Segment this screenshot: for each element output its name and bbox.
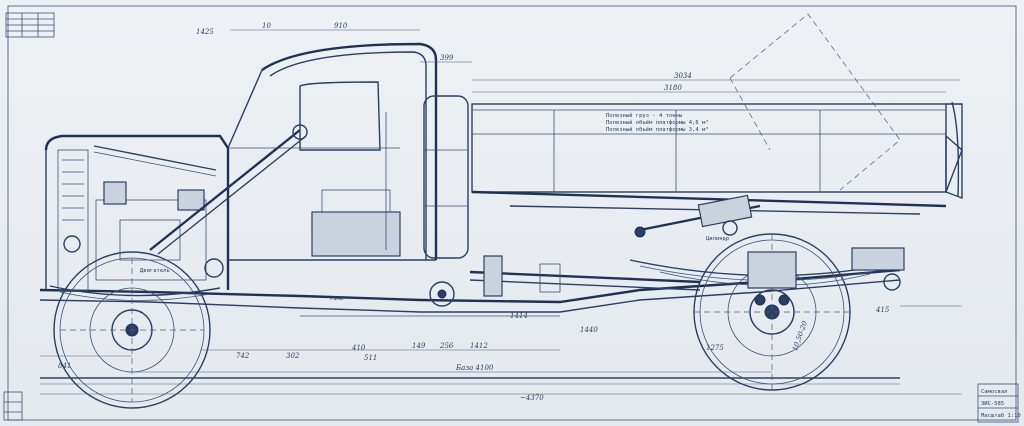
dim-d1: 742: [236, 352, 250, 360]
dim-d5: 149: [412, 342, 426, 350]
title-line-1: Самосвал: [981, 389, 1008, 395]
dim-d10: 1414: [510, 312, 528, 320]
dim-d2: 302: [286, 352, 300, 360]
dump-body: [471, 103, 963, 215]
note-payload: Полезный груз - 4 тонны: [606, 113, 683, 119]
corner-stamp: [5, 12, 55, 38]
title-line-3: Масштаб 1:10: [981, 412, 1021, 419]
dim-cab-width: 1425: [196, 28, 214, 36]
title-line-2: ЗИС-585: [981, 401, 1004, 407]
sheet-border: [7, 5, 1017, 421]
dim-d4: 410: [351, 344, 366, 352]
title-block: Самосвал ЗИС-585 Масштаб 1:10: [977, 383, 1021, 423]
dim-top-b: 910: [334, 22, 348, 30]
dim-front-overhang: 841: [58, 362, 71, 370]
dim-d8: 1275: [706, 344, 724, 352]
label-engine: Двигатель: [140, 268, 170, 274]
front-wheel: [53, 251, 211, 409]
dim-rear-overhang: 415: [875, 306, 890, 314]
bottom-left-stamp: [3, 391, 23, 421]
chassis-frame: [39, 268, 901, 317]
hydraulic-lift-cylinder: [634, 194, 761, 238]
dim-cab-gap: 399: [440, 54, 454, 62]
dim-body-length: 3034: [674, 72, 692, 80]
seat: [311, 211, 401, 257]
rear-hitch: [851, 101, 960, 291]
fuel-tank: [423, 95, 469, 307]
dim-top-a: 10: [262, 22, 271, 30]
dim-d7: 1412: [470, 342, 488, 350]
note-volume-2: Полезный объём платформы 3,4 м³: [606, 126, 709, 133]
drive-shaft: [469, 255, 701, 297]
dim-tire-size: 10,50-20: [791, 319, 809, 352]
raised-body-outline: [729, 13, 901, 191]
rear-wheel: [693, 233, 851, 391]
dim-wheelbase: База 4100: [455, 364, 494, 372]
dim-body-inner: 3180: [664, 84, 682, 92]
dim-d6: 256: [439, 342, 454, 350]
dim-d3: 511: [364, 354, 377, 362]
cab: [227, 42, 438, 261]
dim-d9: 1440: [580, 326, 598, 334]
dim-overall-length: ~4370: [520, 394, 544, 402]
engine-block: [93, 145, 224, 281]
label-cylinder: Цилиндр: [706, 236, 729, 242]
note-volume-1: Полезный объём платформы 4,6 м³: [606, 119, 709, 126]
engine-hood: [44, 134, 230, 291]
label-frame: Рама: [330, 296, 343, 302]
dimension-lines: [40, 29, 962, 395]
